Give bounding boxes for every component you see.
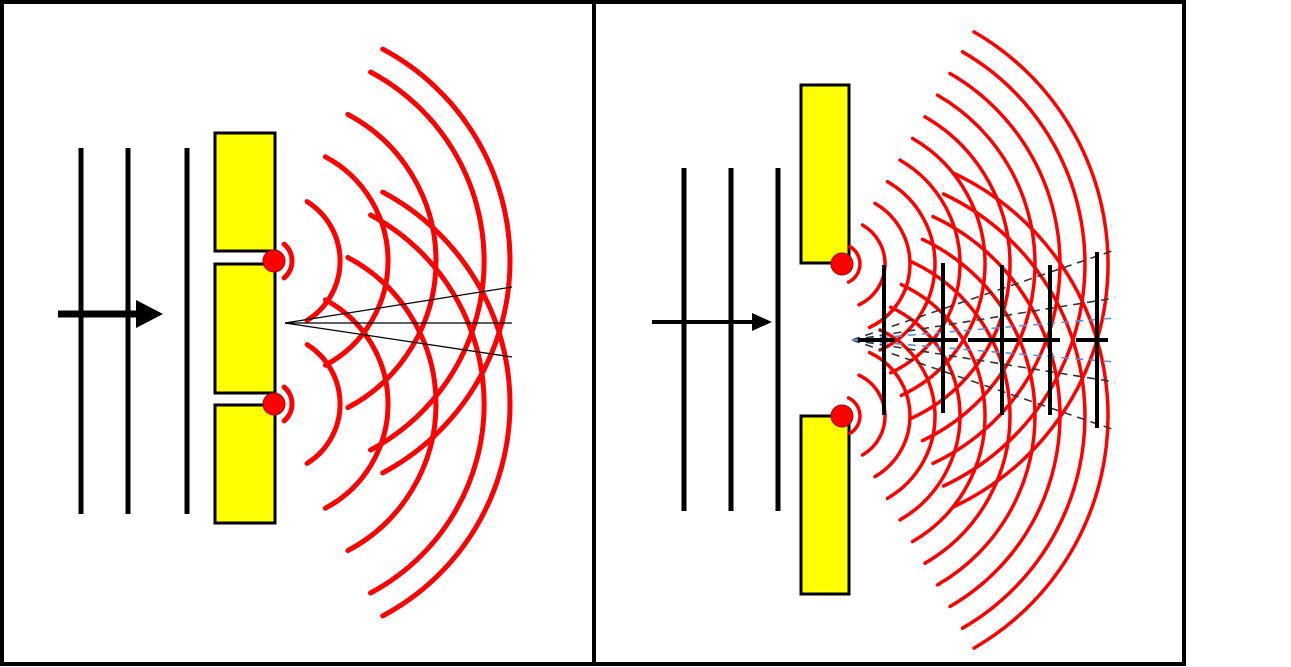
wavelet-arc-top (345, 111, 439, 411)
guide-line (851, 297, 1116, 341)
panel-right-frame (592, 0, 1186, 666)
source-dot-bottom (830, 404, 854, 428)
wavelet-arc-bottom (867, 350, 912, 479)
first-maximum-line-upper (284, 286, 513, 324)
wavelet-arc-top (322, 154, 391, 368)
wavelets-left (281, 46, 513, 619)
panel-right (652, 30, 1116, 650)
two-block-barrier (799, 83, 851, 596)
first-maximum-line-lower (284, 322, 513, 358)
barrier-block-top (799, 83, 851, 265)
wavelet-arc-bottom (910, 260, 1012, 565)
incident-wavefronts-right (681, 168, 781, 511)
guide-line (851, 339, 1116, 383)
maxima-lines-left (284, 286, 513, 358)
guide-lines-black (851, 249, 1116, 431)
source-dot-top (830, 252, 854, 276)
guide-lines-blue (851, 317, 1116, 363)
wavelet-arc-bottom (941, 192, 1087, 630)
wavelet-arc-bottom (899, 282, 987, 544)
arrow-right-icon (58, 300, 163, 328)
barrier-block-bottom (799, 414, 851, 596)
wavelet-arc-bottom (951, 171, 1110, 650)
guide-line (851, 339, 1116, 431)
wavelet-arc-top (867, 201, 912, 330)
barrier-block-top (213, 131, 277, 253)
wavelet-arc-top (846, 244, 862, 284)
arrow-right-icon (652, 313, 772, 331)
barrier-block-middle (213, 262, 277, 395)
guide-line (851, 249, 1116, 341)
wavelet-arc-top (304, 199, 343, 323)
panel-left (58, 46, 513, 619)
wavelet-arc-top (878, 179, 937, 352)
wavelet-arc-bottom (931, 214, 1062, 609)
wavelet-arc-bottom (368, 212, 487, 596)
wavelet-arc-bottom (380, 189, 513, 619)
wavelet-arc-top (368, 69, 487, 453)
wavelet-arc-bottom (322, 297, 391, 511)
wavelet-arc-top (920, 93, 1037, 443)
wavelet-arc-top (931, 71, 1062, 466)
panel-left-frame (0, 0, 596, 666)
wavelet-arc-bottom (920, 237, 1037, 587)
wavelet-arc-top (899, 136, 987, 398)
wavelet-arc-bottom (281, 384, 295, 424)
wavelet-arc-top (857, 223, 887, 307)
wavelet-arc-bottom (878, 328, 937, 501)
source-dot-top (262, 249, 286, 273)
detector-marks (858, 252, 1108, 428)
wavelet-arc-bottom (345, 254, 439, 554)
three-block-barrier (213, 131, 277, 525)
wavelet-arc-bottom (857, 373, 887, 457)
wavelet-arc-bottom (304, 342, 343, 466)
source-dot-bottom (262, 392, 286, 416)
wavelet-arc-top (380, 46, 513, 476)
incident-wavefronts-left (78, 148, 190, 514)
guide-line (851, 339, 1116, 363)
wavelet-arc-top (281, 241, 295, 281)
barrier-block-bottom (213, 403, 277, 525)
wavelet-arc-bottom (846, 396, 862, 436)
guide-line (851, 317, 1116, 341)
wavelet-arc-top (951, 30, 1110, 509)
